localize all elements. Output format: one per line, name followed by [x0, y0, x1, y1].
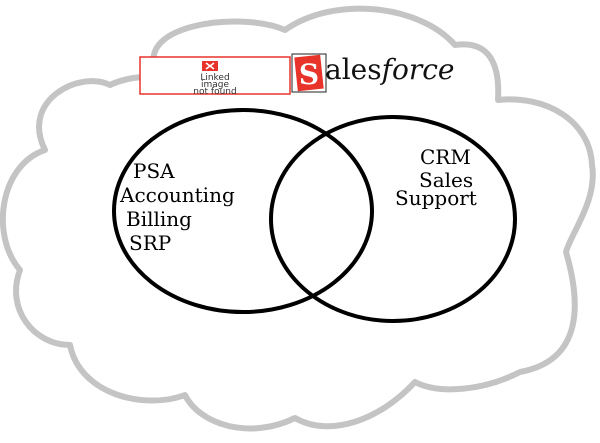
broken-image-line-1: Linked [200, 73, 229, 83]
right-venn-circle [269, 115, 517, 323]
left-venn-circle [112, 108, 374, 314]
right-item-support: Support [395, 186, 477, 210]
salesforce-logo-plain: ales [325, 53, 382, 86]
broken-image-line-2: image [201, 80, 229, 90]
salesforce-logo-italic: force [380, 53, 455, 86]
left-item-srp: SRP [129, 231, 171, 255]
right-item-crm: CRM [420, 145, 471, 169]
broken-image-x-icon [202, 61, 218, 71]
salesforce-logo-initial: S [299, 58, 319, 91]
left-item-accounting: Accounting [119, 183, 235, 207]
salesforce-logo: S alesforce [291, 53, 454, 93]
salesforce-logo-wordmark: alesforce [325, 53, 454, 86]
left-item-psa: PSA [133, 159, 175, 183]
broken-linked-image: Linked image not found [139, 56, 291, 97]
cloud-outline [0, 5, 596, 432]
left-item-billing: Billing [126, 207, 192, 231]
broken-image-line-3: not found [193, 87, 236, 97]
right-item-sales: Sales [419, 168, 473, 192]
salesforce-logo-red-block [294, 54, 324, 92]
